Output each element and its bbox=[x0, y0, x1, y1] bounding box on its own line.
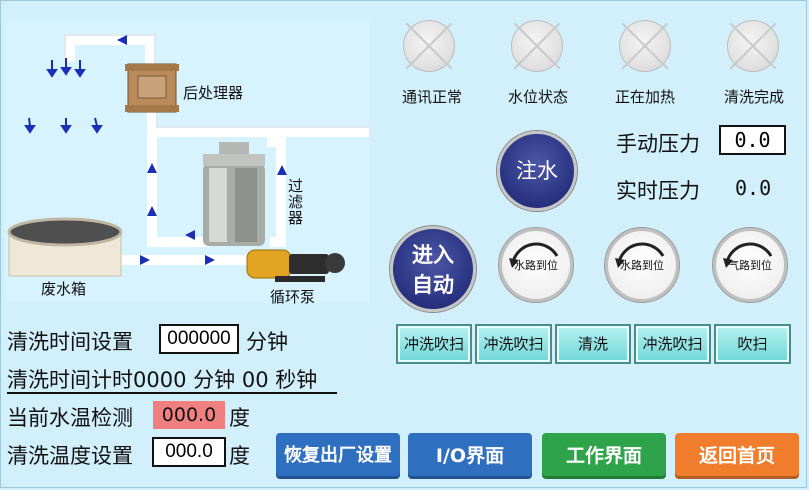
realtime-pressure-value: 0.0 bbox=[735, 176, 772, 200]
filter-label: 过 滤 器 bbox=[288, 177, 304, 227]
filter-graphic bbox=[203, 142, 265, 246]
wash-timer-minutes: 0000 bbox=[133, 368, 187, 392]
flush-purge-button-2[interactable]: 冲洗吹扫 bbox=[475, 324, 552, 364]
wash-time-input[interactable]: 000000 bbox=[159, 324, 239, 354]
post-processor-graphic bbox=[125, 63, 179, 113]
io-screen-button[interactable]: I/O界面 bbox=[408, 433, 532, 479]
air-route-gauge: 气路到位 bbox=[712, 227, 788, 303]
water-route-gauge-1: 水路到位 bbox=[498, 227, 574, 303]
current-temp-unit: 度 bbox=[229, 406, 250, 430]
fill-water-button[interactable]: 注水 bbox=[497, 131, 577, 211]
wash-time-label: 清洗时间设置 bbox=[7, 330, 133, 354]
waste-tank-label: 废水箱 bbox=[41, 280, 87, 298]
timer-underline bbox=[7, 392, 337, 394]
upper-horizontal-pipe bbox=[147, 112, 369, 137]
purge-button[interactable]: 吹扫 bbox=[714, 324, 791, 364]
set-temp-unit: 度 bbox=[229, 444, 250, 468]
home-button[interactable]: 返回首页 bbox=[675, 433, 799, 479]
heating-lamp bbox=[619, 20, 671, 72]
manual-pressure-input[interactable]: 0.0 bbox=[719, 125, 786, 155]
work-screen-button[interactable]: 工作界面 bbox=[542, 433, 666, 479]
pump-label: 循环泵 bbox=[270, 288, 316, 306]
wash-time-unit: 分钟 bbox=[246, 330, 288, 354]
top-pipe bbox=[65, 35, 155, 64]
water-level-lamp bbox=[511, 20, 563, 72]
left-riser-pipe bbox=[147, 132, 210, 247]
water-level-label: 水位状态 bbox=[507, 88, 568, 106]
process-diagram-graphic bbox=[7, 34, 369, 282]
second-unit: 秒钟 bbox=[275, 368, 318, 392]
comm-status-lamp bbox=[403, 20, 455, 72]
enter-auto-button[interactable]: 进入 自动 bbox=[390, 226, 476, 312]
post-processor-label: 后处理器 bbox=[183, 84, 244, 102]
comm-status-label: 通讯正常 bbox=[401, 88, 462, 106]
factory-reset-button[interactable]: 恢复出厂设置 bbox=[276, 433, 400, 479]
current-temp-label: 当前水温检测 bbox=[7, 406, 133, 430]
wash-complete-lamp bbox=[727, 20, 779, 72]
flush-purge-button-1[interactable]: 冲洗吹扫 bbox=[396, 324, 472, 364]
flush-purge-button-3[interactable]: 冲洗吹扫 bbox=[634, 324, 711, 364]
set-temp-input[interactable]: 000.0 bbox=[152, 437, 226, 467]
wash-timer-seconds: 00 bbox=[241, 368, 269, 392]
set-temp-label: 清洗温度设置 bbox=[7, 444, 133, 468]
wash-timer-row: 清洗时间计时0000 分钟 00 秒钟 bbox=[7, 364, 317, 394]
wash-button[interactable]: 清洗 bbox=[555, 324, 631, 364]
waste-tank-graphic bbox=[7, 217, 123, 277]
heating-label: 正在加热 bbox=[614, 88, 675, 106]
pump-graphic bbox=[246, 249, 345, 282]
wash-timer-label: 清洗时间计时 bbox=[7, 368, 133, 392]
filter-side-pipe bbox=[267, 137, 286, 247]
water-route-gauge-2: 水路到位 bbox=[604, 227, 680, 303]
wash-complete-label: 清洗完成 bbox=[723, 88, 784, 106]
realtime-pressure-label: 实时压力 bbox=[616, 179, 700, 203]
minute-unit: 分钟 bbox=[193, 368, 236, 392]
process-diagram: 后处理器 过 滤 器 废水箱 循环泵 bbox=[5, 20, 369, 306]
manual-pressure-label: 手动压力 bbox=[616, 132, 700, 156]
current-temp-value: 000.0 bbox=[153, 401, 225, 429]
